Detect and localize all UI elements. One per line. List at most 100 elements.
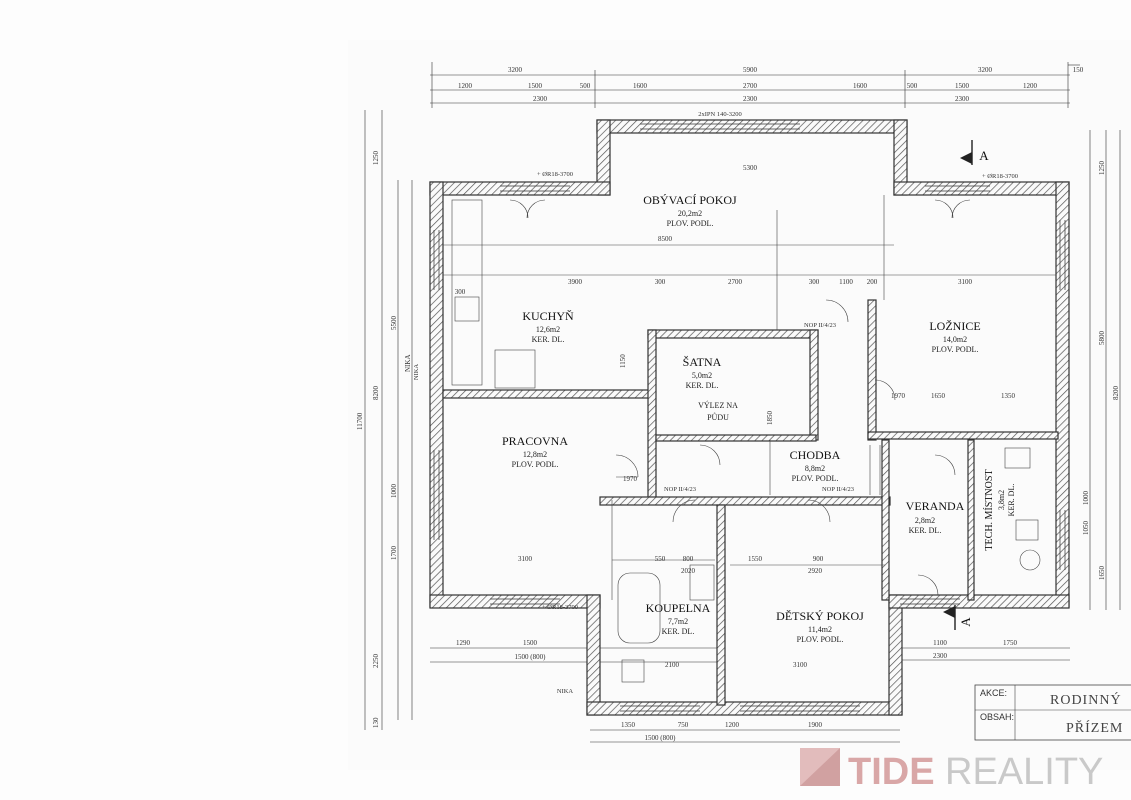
nika-label-bottom: NIKA: [557, 688, 574, 695]
dim-label: 3100: [958, 278, 973, 286]
section-mark-bottom: [943, 605, 956, 630]
interior-dimensions: 5300 8500 3900 2700 3100 300 300 300 110…: [455, 164, 1016, 669]
room-floor: PLOV. PODL.: [932, 345, 979, 354]
nop-note-1: NOP II/4/23: [804, 322, 836, 329]
room-name: CHODBA: [790, 448, 841, 462]
room-name: PRACOVNA: [502, 434, 568, 448]
left-dimension-lines: [364, 110, 413, 730]
dim-label: 1250: [1098, 161, 1106, 176]
room-floor: KER. DL.: [532, 335, 565, 344]
dim-label: 1850: [766, 411, 774, 426]
dim-label: 1100: [839, 278, 853, 286]
akce-label: AKCE:: [980, 688, 1007, 698]
dim-label: 1350: [1001, 392, 1016, 400]
dim-label: 1970: [623, 475, 638, 483]
dim-label: 1500 (800): [515, 653, 547, 661]
akce-value: RODINNÝ: [1050, 691, 1122, 708]
room-name: ŠATNA: [683, 355, 722, 369]
room-area: 8,8m2: [805, 464, 825, 473]
dim-label: 130: [372, 717, 380, 728]
room-tech-mistnost: TECH. MÍSTNOST 3,8m2 KER. DL.: [983, 469, 1016, 550]
dim-label: NIKA: [404, 355, 412, 373]
dim-label: 1250: [372, 151, 380, 166]
room-kuchyn: KUCHYŇ 12,6m2 KER. DL.: [522, 309, 574, 344]
dim-label: 1550: [748, 555, 763, 563]
dim-label: 1000: [390, 484, 398, 499]
dim-label: 750: [678, 721, 689, 729]
dim-label: 300: [809, 278, 820, 286]
dim-label: 2920: [808, 567, 823, 575]
dim-label: 8200: [1112, 386, 1120, 401]
dim-label: 1200: [1023, 82, 1038, 90]
dim-label: 1600: [633, 82, 648, 90]
lintel-note-right: + ØR18-3700: [982, 173, 1018, 180]
floor-plan-sheet: [348, 40, 1131, 770]
section-mark-top: [960, 140, 973, 165]
dim-label: 500: [580, 82, 591, 90]
dim-label: 1500: [528, 82, 543, 90]
top-dimensions-row3: 2300 2300 2300: [533, 95, 970, 103]
beam-note: 2xIPN 140-3200: [698, 111, 742, 118]
attic-access-label-2: PŮDU: [707, 412, 729, 422]
top-dimensions-row1: 3200 5900 3200 150: [508, 66, 1084, 74]
room-veranda: VERANDA 2,8m2 KER. DL.: [906, 499, 965, 535]
dim-label: 2250: [372, 654, 380, 669]
dim-label: 3100: [793, 661, 808, 669]
lintel-note-bottom: + ØR18-3700: [542, 604, 578, 611]
room-floor: KER. DL.: [686, 381, 719, 390]
dim-label: 3100: [518, 555, 533, 563]
dim-label: 1100: [933, 639, 947, 647]
room-area: 20,2m2: [678, 209, 702, 218]
dim-label: 3900: [568, 278, 583, 286]
lintel-note-left: + ØR18-3700: [537, 171, 573, 178]
dim-label: 8200: [372, 386, 380, 401]
dim-label: 2100: [665, 661, 680, 669]
room-name: KUCHYŇ: [522, 309, 574, 323]
room-obyvaci-pokoj: OBÝVACÍ POKOJ 20,2m2 PLOV. PODL.: [643, 193, 737, 228]
dim-label: 200: [867, 278, 878, 286]
dim-label: 1650: [1098, 566, 1106, 581]
dim-label: 1900: [808, 721, 823, 729]
exterior-walls: [429, 119, 1070, 716]
windows: [433, 123, 1066, 712]
room-loznice: LOŽNICE 14,0m2 PLOV. PODL.: [929, 319, 980, 354]
room-floor: KER. DL.: [909, 526, 942, 535]
watermark-text: TIDE REALITY: [848, 751, 1103, 793]
dim-label: 500: [907, 82, 918, 90]
attic-access-label: VÝLEZ NA: [698, 400, 738, 410]
dim-label: 1000: [1082, 491, 1090, 506]
dim-label: 5800: [1098, 331, 1106, 346]
dim-label: 2020: [681, 567, 696, 575]
dim-label: 2700: [743, 82, 758, 90]
room-area: 2,8m2: [915, 516, 935, 525]
obsah-label: OBSAH:: [980, 712, 1014, 722]
watermark-reality: REALITY: [945, 751, 1103, 793]
dim-label: 1150: [619, 354, 627, 368]
room-area: 3,8m2: [997, 490, 1006, 510]
room-floor: PLOV. PODL.: [667, 219, 714, 228]
room-name: KOUPELNA: [646, 601, 711, 615]
dim-label: 8500: [658, 235, 673, 243]
room-name: DĚTSKÝ POKOJ: [776, 609, 864, 623]
dim-label: 5900: [743, 66, 758, 74]
nop-note-2: NOP II/4/23: [664, 486, 696, 493]
room-floor: PLOV. PODL.: [797, 635, 844, 644]
nika-label-left: NIKA: [413, 364, 420, 381]
room-floor: KER. DL.: [1007, 484, 1016, 517]
dim-label: 11700: [356, 412, 364, 430]
dim-label: 1290: [456, 639, 471, 647]
dim-label: 900: [813, 555, 824, 563]
bottom-dimensions: 1290 1500 1350 750 1200 1900 1100 1750 1…: [456, 639, 1018, 742]
room-name: TECH. MÍSTNOST: [983, 469, 995, 550]
interior-walls: [442, 299, 1059, 706]
dim-label: 1050: [1082, 521, 1090, 536]
dim-label: 5300: [743, 164, 758, 172]
dim-label: 150: [1073, 66, 1084, 74]
room-floor: PLOV. PODL.: [792, 474, 839, 483]
room-floor: PLOV. PODL.: [512, 460, 559, 469]
dim-label: 1350: [621, 721, 636, 729]
room-chodba: CHODBA 8,8m2 PLOV. PODL.: [790, 448, 841, 483]
title-block: [974, 684, 1131, 741]
top-dimensions-row2: 1200 1500 500 1600 2700 1600 500 1500 12…: [458, 82, 1038, 90]
